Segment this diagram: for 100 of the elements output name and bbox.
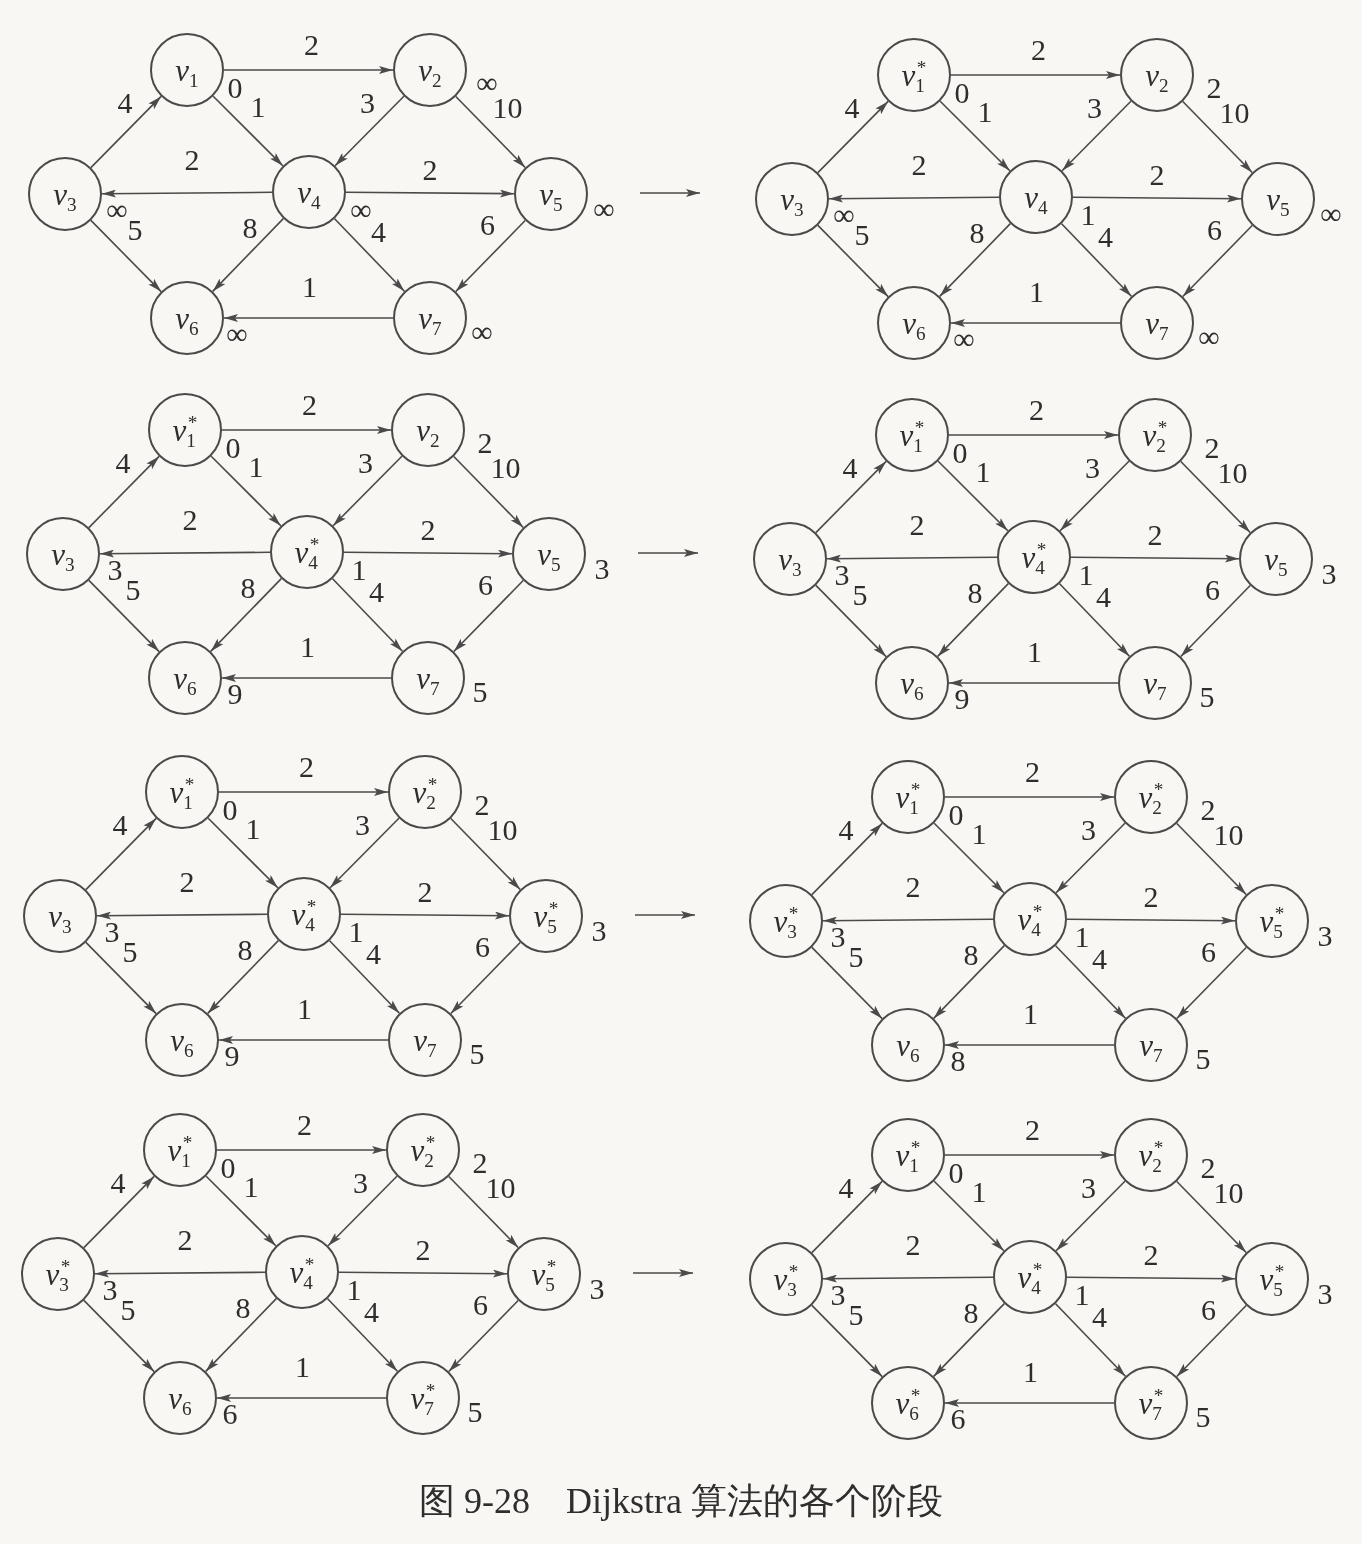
edge-weight: 5 xyxy=(125,578,141,602)
figure-caption: 图 9-28 Dijkstra 算法的各个阶段 xyxy=(419,1481,943,1521)
edge-weight: 4 xyxy=(844,96,860,120)
arrow xyxy=(218,1036,389,1044)
arrow xyxy=(85,817,157,891)
edge-weight: 6 xyxy=(473,1293,488,1317)
distance-label: ∞ xyxy=(953,327,975,351)
distance-label: 3 xyxy=(104,920,120,944)
edge-weight: 10 xyxy=(1219,101,1250,125)
arrow xyxy=(205,1175,277,1247)
vertex-circle xyxy=(265,1235,339,1309)
arrow xyxy=(1176,1180,1247,1254)
arrow xyxy=(936,582,1010,658)
vertex-circle xyxy=(1120,38,1194,112)
edge-weight: 5 xyxy=(848,1303,864,1327)
edge-weight: 1 xyxy=(977,100,993,124)
arrow xyxy=(99,549,271,558)
arrow xyxy=(218,788,389,796)
edge-weight: 6 xyxy=(475,935,490,959)
distance-label: ∞ xyxy=(350,198,372,222)
edge-weight: 4 xyxy=(110,1171,126,1195)
edge-weight: 6 xyxy=(1205,578,1220,602)
edge-weight: 4 xyxy=(117,91,133,115)
vertex-label: v$_{6}$ xyxy=(170,1024,194,1056)
edge-weight: 3 xyxy=(1081,1176,1096,1200)
edge-weight: 10 xyxy=(1217,461,1248,485)
arrow xyxy=(448,1175,519,1249)
arrow xyxy=(811,1304,883,1378)
vertex-label: v$_{3}$ xyxy=(51,538,75,570)
edge-weight: 1 xyxy=(300,635,315,659)
vertex-label: v$_{5}$ xyxy=(539,178,563,210)
distance-label: 5 xyxy=(472,680,488,704)
distance-label: 3 xyxy=(1321,562,1337,586)
vertex-circle xyxy=(1114,760,1188,834)
distance-label: 6 xyxy=(950,1407,966,1431)
distance-label: ∞ xyxy=(471,320,493,344)
distance-label: 9 xyxy=(227,682,243,706)
edge-weight: 5 xyxy=(854,223,870,247)
distance-label: ∞ xyxy=(476,71,498,95)
vertex-circle xyxy=(1241,162,1315,236)
vertex-label: v$_{6}$ xyxy=(173,662,197,694)
edge-weight: 1 xyxy=(971,1180,987,1204)
vertex-circle xyxy=(1114,1118,1188,1192)
edge-weight: 4 xyxy=(364,1300,379,1324)
arrow xyxy=(88,579,160,653)
vertex-label: v$_{5}$ xyxy=(1266,183,1290,215)
distance-label: 2 xyxy=(1200,798,1216,822)
distance-label: 3 xyxy=(102,1278,118,1302)
arrow xyxy=(96,911,268,920)
edge-weight: 4 xyxy=(1092,947,1107,971)
arrow xyxy=(948,431,1119,439)
distance-label: 2 xyxy=(1204,436,1220,460)
vertex-label: v$_{6}$ xyxy=(900,667,924,699)
edge-weight: 10 xyxy=(1213,823,1244,847)
arrow xyxy=(1182,100,1253,174)
edge-weight: 4 xyxy=(112,813,128,837)
arrow xyxy=(448,1299,519,1373)
edge-weight: 3 xyxy=(358,451,373,475)
distance-label: 3 xyxy=(107,558,123,582)
vertex-circle xyxy=(871,760,945,834)
edge-weight: 1 xyxy=(1023,1002,1038,1026)
distance-label: 1 xyxy=(1074,1283,1090,1307)
distance-label: ∞ xyxy=(1198,325,1220,349)
edge-weight: 2 xyxy=(1143,885,1159,909)
vertex-label: v$_{5}$ xyxy=(537,538,561,570)
arrow xyxy=(212,95,284,167)
vertex-circle xyxy=(1118,398,1192,472)
vertex-label: v$_{3}$ xyxy=(780,183,804,215)
edge-weight: 4 xyxy=(371,220,386,244)
edge-weight: 2 xyxy=(1143,1243,1159,1267)
edge-weight: 6 xyxy=(1207,218,1222,242)
edge-weight: 2 xyxy=(422,158,438,182)
arrow xyxy=(101,189,273,198)
vertex-circle xyxy=(1114,1008,1188,1082)
vertex-circle xyxy=(386,1113,460,1187)
vertex-circle xyxy=(145,1003,219,1077)
edge-weight: 1 xyxy=(302,275,317,299)
vertex-circle xyxy=(514,157,588,231)
vertex-circle xyxy=(150,281,224,355)
vertex-circle xyxy=(753,522,827,596)
arrow xyxy=(932,944,1006,1020)
edge-weight: 1 xyxy=(248,455,264,479)
edge-weight: 10 xyxy=(492,96,523,120)
distance-label: 0 xyxy=(227,76,243,100)
edge-weight: 1 xyxy=(297,997,312,1021)
vertex-circle xyxy=(388,755,462,829)
edge-weight: 8 xyxy=(963,1301,979,1325)
distance-label: 0 xyxy=(222,798,238,822)
vertex-circle xyxy=(1235,1242,1309,1316)
vertex-label: v$_{2}$ xyxy=(416,414,440,446)
vertex-label: v$_{7}$ xyxy=(1145,307,1169,339)
edge-weight: 8 xyxy=(242,216,258,240)
edge-weight: 2 xyxy=(184,148,200,172)
distance-label: 0 xyxy=(948,803,964,827)
distance-label: 3 xyxy=(830,1283,846,1307)
vertex-circle xyxy=(1235,884,1309,958)
arrow xyxy=(83,1299,155,1373)
vertex-circle xyxy=(509,879,583,953)
edge-weight: 8 xyxy=(235,1296,251,1320)
edge-weight: 1 xyxy=(295,1355,310,1379)
